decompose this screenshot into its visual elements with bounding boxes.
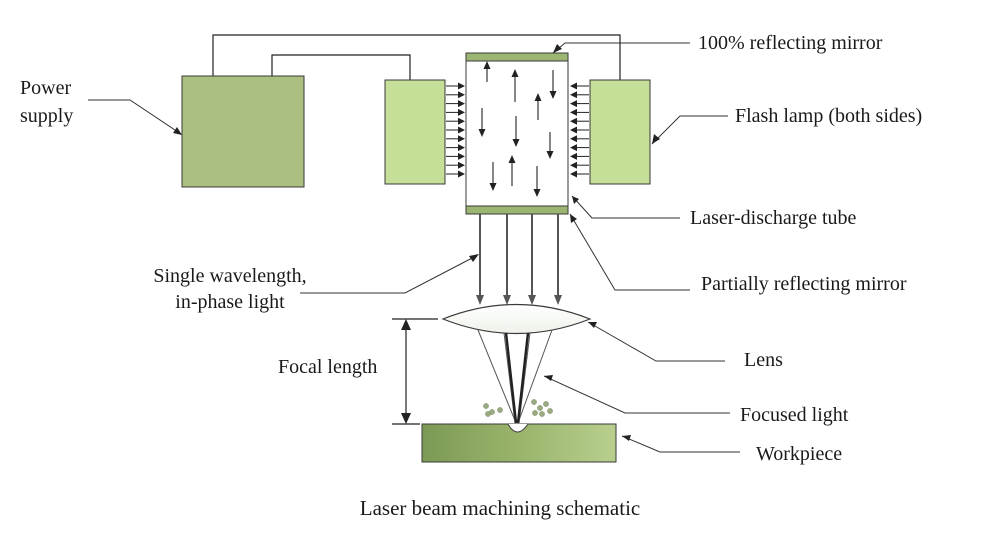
label-power-supply-line1: Power bbox=[20, 77, 72, 99]
label-power-supply-line2: supply bbox=[20, 105, 74, 127]
lamp-arrowhead bbox=[458, 135, 465, 143]
lamp-arrowhead bbox=[458, 100, 465, 108]
photon-arrowhead bbox=[478, 129, 486, 137]
spatter-particle bbox=[532, 410, 538, 416]
lamp-arrowhead bbox=[570, 144, 577, 152]
lamp-arrowhead bbox=[570, 126, 577, 134]
lamp-arrowhead bbox=[458, 152, 465, 160]
lamp-arrowhead bbox=[570, 161, 577, 169]
label-light-line2: in-phase light bbox=[175, 291, 285, 313]
photon-arrowhead bbox=[511, 69, 519, 77]
lamp-arrowhead bbox=[458, 82, 465, 90]
flash-lamp-left bbox=[384, 79, 446, 185]
lamp-arrowhead bbox=[458, 144, 465, 152]
beam-arrowhead bbox=[503, 295, 511, 305]
flash-lamp-right bbox=[589, 79, 651, 185]
label-flash-lamp: Flash lamp (both sides) bbox=[735, 105, 923, 127]
focal-length-dimension bbox=[392, 318, 438, 425]
lamp-arrowhead bbox=[458, 161, 465, 169]
power-supply-box bbox=[181, 75, 305, 188]
beam-arrowhead bbox=[528, 295, 536, 305]
photon-arrowhead bbox=[533, 189, 541, 197]
spatter-particle bbox=[485, 411, 491, 417]
photon-arrowhead bbox=[546, 151, 554, 159]
label-partial-mirror: Partially reflecting mirror bbox=[701, 273, 907, 295]
photon-arrowhead bbox=[483, 61, 491, 69]
lamp-arrowhead bbox=[570, 91, 577, 99]
label-lens: Lens bbox=[744, 349, 783, 371]
photon-arrowhead bbox=[489, 183, 497, 191]
partial-reflecting-mirror bbox=[465, 205, 569, 215]
lamp-arrowhead bbox=[458, 91, 465, 99]
full-reflecting-mirror bbox=[465, 52, 569, 62]
beam-arrowhead bbox=[554, 295, 562, 305]
focused-light-cone bbox=[477, 329, 553, 424]
label-discharge-tube: Laser-discharge tube bbox=[690, 207, 857, 229]
lamp-arrowhead bbox=[570, 108, 577, 116]
spatter-particle bbox=[547, 408, 553, 414]
lamp-arrowhead bbox=[570, 170, 577, 178]
leader-lines bbox=[88, 42, 740, 453]
spatter-particle bbox=[539, 411, 545, 417]
lamp-arrowhead bbox=[458, 108, 465, 116]
spatter-particle bbox=[483, 403, 489, 409]
label-focused-light: Focused light bbox=[740, 404, 849, 426]
lamp-arrowhead bbox=[458, 126, 465, 134]
label-light-line1: Single wavelength, bbox=[153, 265, 307, 287]
lamp-arrowhead bbox=[570, 117, 577, 125]
lens bbox=[441, 303, 592, 335]
photon-arrows bbox=[478, 61, 557, 197]
lamp-arrowhead bbox=[570, 100, 577, 108]
photon-arrowhead bbox=[508, 155, 516, 163]
lamp-arrowhead bbox=[458, 117, 465, 125]
lamp-arrowhead bbox=[570, 135, 577, 143]
flash-light-arrows bbox=[446, 82, 589, 178]
leader-arrowheads bbox=[173, 44, 660, 441]
spatter-particles bbox=[483, 399, 553, 417]
lamp-arrowhead bbox=[570, 152, 577, 160]
photon-arrowhead bbox=[534, 93, 542, 101]
spatter-particle bbox=[543, 401, 549, 407]
lamp-arrowhead bbox=[570, 82, 577, 90]
spatter-particle bbox=[497, 407, 503, 413]
photon-arrowhead bbox=[512, 139, 520, 147]
spatter-particle bbox=[537, 405, 543, 411]
output-beams bbox=[476, 214, 562, 305]
cut-crater bbox=[507, 423, 529, 433]
beam-arrowhead bbox=[476, 295, 484, 305]
label-focal-length: Focal length bbox=[278, 356, 378, 378]
lamp-arrowhead bbox=[458, 170, 465, 178]
photon-arrowhead bbox=[549, 91, 557, 99]
diagram-caption: Laser beam machining schematic bbox=[359, 496, 641, 520]
label-full-reflecting-mirror: 100% reflecting mirror bbox=[698, 32, 883, 54]
label-workpiece: Workpiece bbox=[756, 443, 843, 465]
spatter-particle bbox=[531, 399, 537, 405]
